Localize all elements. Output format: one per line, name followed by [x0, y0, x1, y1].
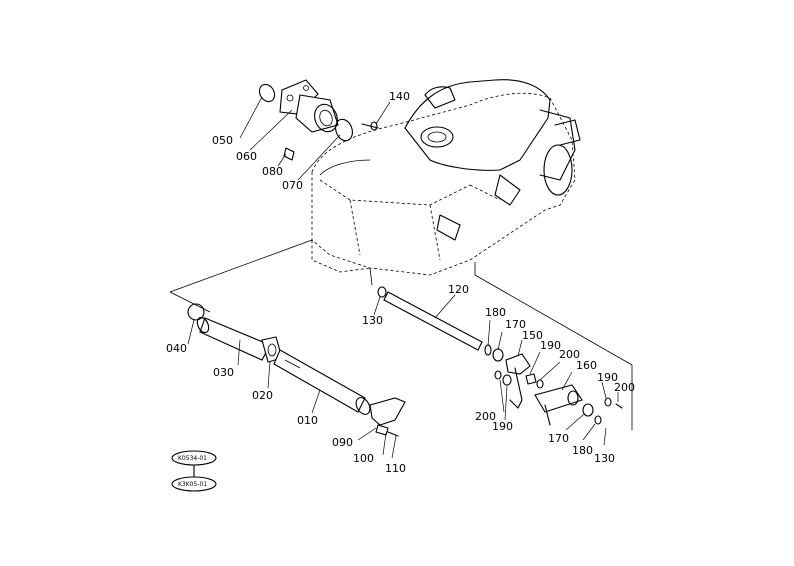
callout-130-top: 130 — [362, 314, 383, 327]
callout-180-top: 180 — [485, 306, 506, 319]
callout-labels: 050 060 080 070 140 040 030 020 010 090 … — [166, 90, 635, 475]
transmission-housing — [311, 79, 581, 276]
callout-130-bottom: 130 — [594, 452, 615, 465]
callout-030: 030 — [213, 366, 234, 379]
callout-190-left: 190 — [492, 420, 513, 433]
callout-170-bottom: 170 — [548, 432, 569, 445]
reference-bottom: K3K05-01 — [178, 481, 207, 488]
callout-100: 100 — [353, 452, 374, 465]
callout-020: 020 — [252, 389, 273, 402]
callout-190-top: 190 — [540, 339, 561, 352]
callout-140: 140 — [389, 90, 410, 103]
callout-120: 120 — [448, 283, 469, 296]
callout-200-right: 200 — [614, 381, 635, 394]
callout-050: 050 — [212, 134, 233, 147]
reference-top: K0534-01 — [178, 455, 207, 462]
callout-110: 110 — [385, 462, 406, 475]
linkage-assembly — [369, 262, 633, 430]
shaft-assembly — [169, 239, 406, 437]
leader-lines — [187, 96, 619, 459]
callout-060: 060 — [236, 150, 257, 163]
reference-badges: K0534-01 K3K05-01 — [171, 450, 217, 492]
callout-010: 010 — [297, 414, 318, 427]
cover-assembly — [258, 79, 379, 161]
callout-190-right: 190 — [597, 371, 618, 384]
callout-160: 160 — [576, 359, 597, 372]
callout-090: 090 — [332, 436, 353, 449]
callout-170-top: 170 — [505, 318, 526, 331]
callout-070: 070 — [282, 179, 303, 192]
callout-080: 080 — [262, 165, 283, 178]
callout-150: 150 — [522, 329, 543, 342]
callout-180-bottom: 180 — [572, 444, 593, 457]
callout-200-top: 200 — [559, 348, 580, 361]
callout-040: 040 — [166, 342, 187, 355]
callout-200-left: 200 — [475, 410, 496, 423]
